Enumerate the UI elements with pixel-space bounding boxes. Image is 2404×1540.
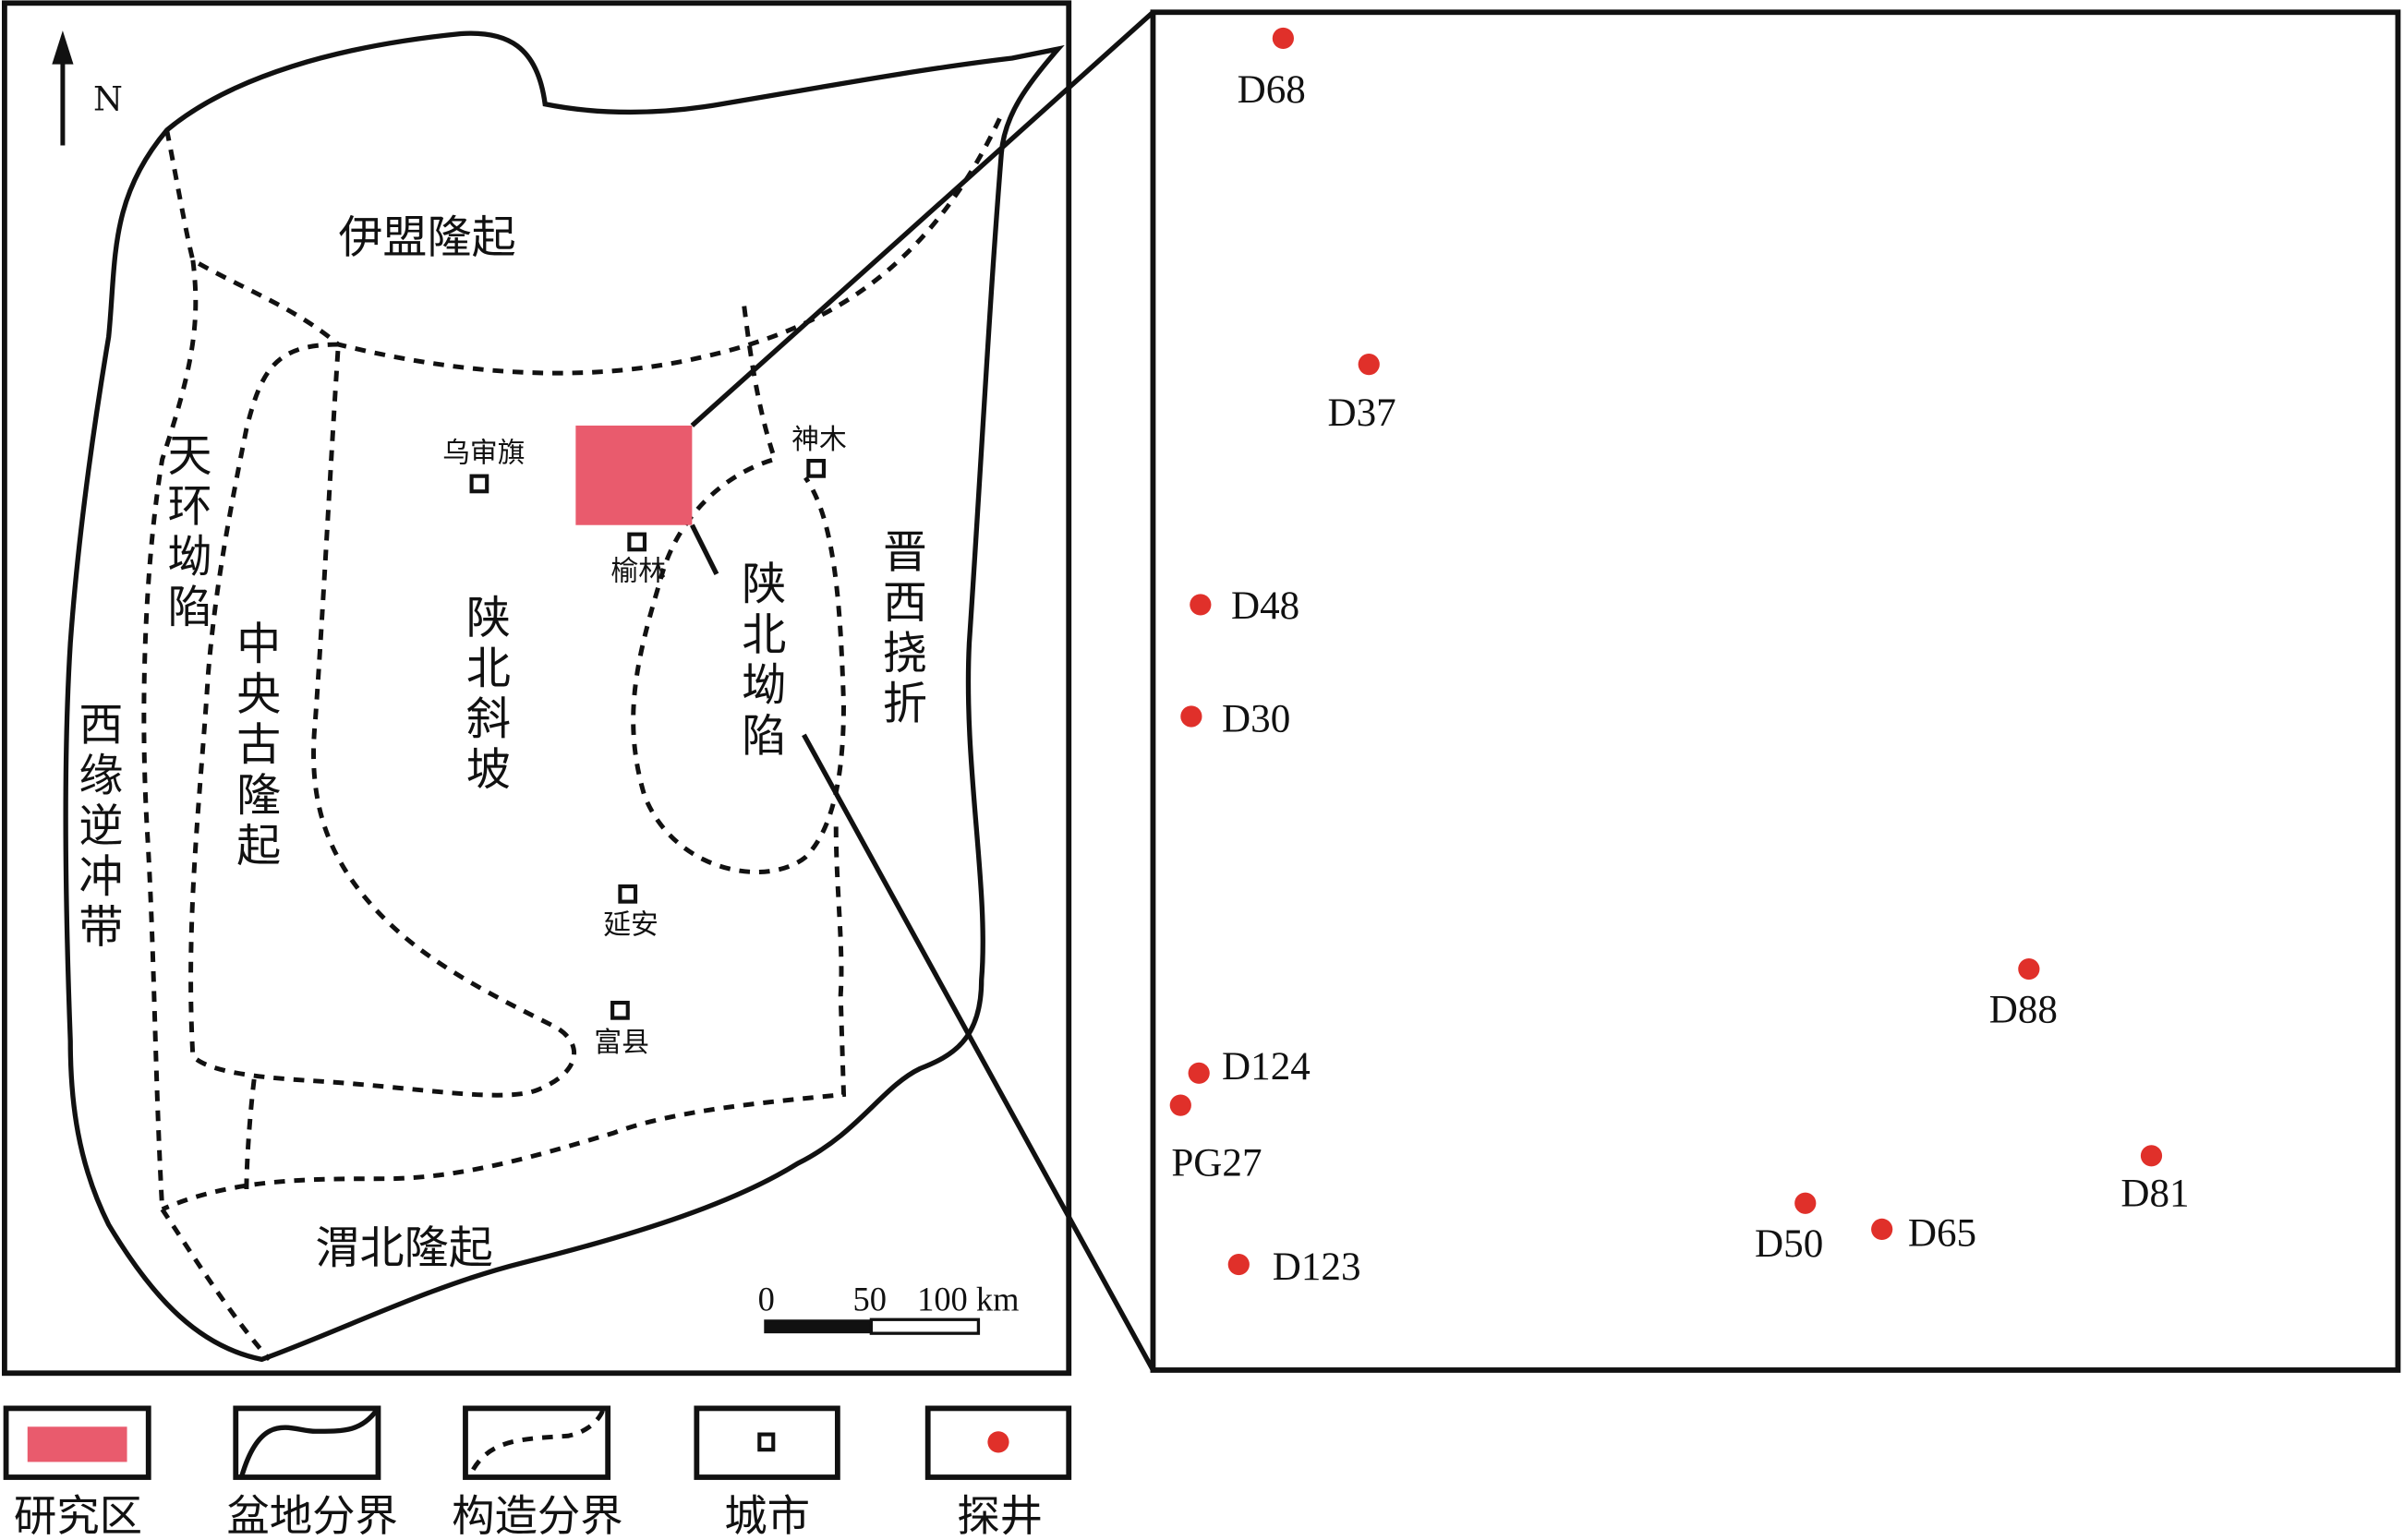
north-arrow-icon xyxy=(52,30,74,146)
well-label: PG27 xyxy=(1171,1141,1262,1185)
well-marker xyxy=(1794,1192,1817,1214)
index-map: N 伊盟隆起 天环坳陷 中央古隆起 陕北斜坡 陕北坳陷 晋西挠折 西缘逆冲带 渭… xyxy=(2,0,1155,1377)
region-zhongyang: 中央古隆起 xyxy=(228,620,280,873)
region-xiyuan: 西缘逆冲带 xyxy=(70,701,122,954)
legend-box xyxy=(694,1405,840,1480)
zoom-line-bottom xyxy=(802,733,1155,1372)
region-weibei: 渭北隆起 xyxy=(315,1222,492,1274)
well: PG27 xyxy=(1169,1094,1262,1185)
well-label: D37 xyxy=(1327,391,1395,435)
scale-label-100: 100 km xyxy=(917,1281,1019,1317)
legend-label: 探井 xyxy=(957,1491,1043,1540)
well-label: D30 xyxy=(1222,698,1290,741)
city-label: 延安 xyxy=(603,908,658,941)
well-label: D48 xyxy=(1231,584,1299,628)
index-map-frame xyxy=(2,0,1072,1377)
well: D65 xyxy=(1871,1212,1976,1256)
well-label: D81 xyxy=(2120,1173,2189,1216)
city-label: 乌审旗 xyxy=(442,438,525,470)
well: D30 xyxy=(1180,698,1290,741)
city-marker xyxy=(469,474,489,494)
cities: 乌审旗 神木 榆林 延安 富县 xyxy=(442,424,847,1059)
well: D48 xyxy=(1190,584,1299,628)
legend-study-area-swatch xyxy=(27,1426,127,1462)
well: D37 xyxy=(1327,354,1396,435)
well-label: D50 xyxy=(1755,1222,1823,1266)
well-marker xyxy=(1227,1253,1250,1276)
well-marker xyxy=(1871,1218,1893,1241)
basin-boundary xyxy=(63,30,1065,1363)
well: D123 xyxy=(1227,1245,1361,1289)
structural-boundaries xyxy=(141,114,1004,1362)
well-marker xyxy=(1190,594,1212,616)
north-label: N xyxy=(93,78,123,118)
region-shanbei-depression: 陕北坳陷 xyxy=(733,560,785,763)
well: D88 xyxy=(1989,957,2058,1032)
city-marker xyxy=(806,459,827,478)
well-marker xyxy=(2018,957,2040,981)
region-shanbei-slope: 陕北斜坡 xyxy=(458,594,510,796)
legend-basin-line xyxy=(239,1406,381,1477)
legend-label: 构造分界 xyxy=(452,1491,623,1540)
city-marker xyxy=(610,1000,630,1020)
city-label: 榆林 xyxy=(610,555,666,587)
well-marker xyxy=(1358,354,1380,376)
legend-label: 研究区 xyxy=(14,1491,142,1540)
legend-label: 盆地分界 xyxy=(226,1491,398,1540)
well-label: D88 xyxy=(1989,989,2058,1032)
region-tianhuan: 天环坳陷 xyxy=(160,432,211,634)
city-label: 神木 xyxy=(791,424,847,456)
city-marker xyxy=(627,532,647,552)
legend-well-marker xyxy=(987,1431,1009,1453)
detail-frame xyxy=(1150,9,2401,1373)
well: D68 xyxy=(1238,27,1306,112)
well-label: D68 xyxy=(1238,68,1306,112)
scale-label-50: 50 xyxy=(852,1281,886,1317)
well-marker xyxy=(1188,1062,1210,1084)
scale-bar: 0 50 100 km xyxy=(758,1281,1020,1335)
well-label: D123 xyxy=(1273,1245,1361,1289)
legend: 研究区 盆地分界 构造分界 城市 探井 xyxy=(3,1405,1072,1540)
well-marker xyxy=(1272,27,1294,50)
well: D81 xyxy=(2120,1145,2190,1216)
well-label: D65 xyxy=(1908,1212,1976,1256)
well: D124 xyxy=(1188,1045,1311,1089)
zoom-line-mid xyxy=(689,523,719,575)
legend-label: 城市 xyxy=(724,1491,810,1540)
zoom-line-top xyxy=(690,10,1155,427)
region-yimeng: 伊盟隆起 xyxy=(338,212,515,264)
legend-structure-line xyxy=(471,1407,606,1472)
well-marker xyxy=(1169,1094,1191,1116)
city-marker xyxy=(618,884,638,904)
well-marker xyxy=(2140,1145,2163,1167)
well-marker xyxy=(1180,705,1202,728)
scale-label-0: 0 xyxy=(758,1281,775,1317)
well: D50 xyxy=(1755,1192,1823,1266)
city-label: 富县 xyxy=(594,1027,649,1059)
study-area xyxy=(575,425,693,525)
legend-box xyxy=(463,1405,611,1480)
region-jinxi: 晋西挠折 xyxy=(875,528,926,730)
well-label: D124 xyxy=(1222,1045,1311,1089)
legend-city-marker xyxy=(757,1432,776,1452)
